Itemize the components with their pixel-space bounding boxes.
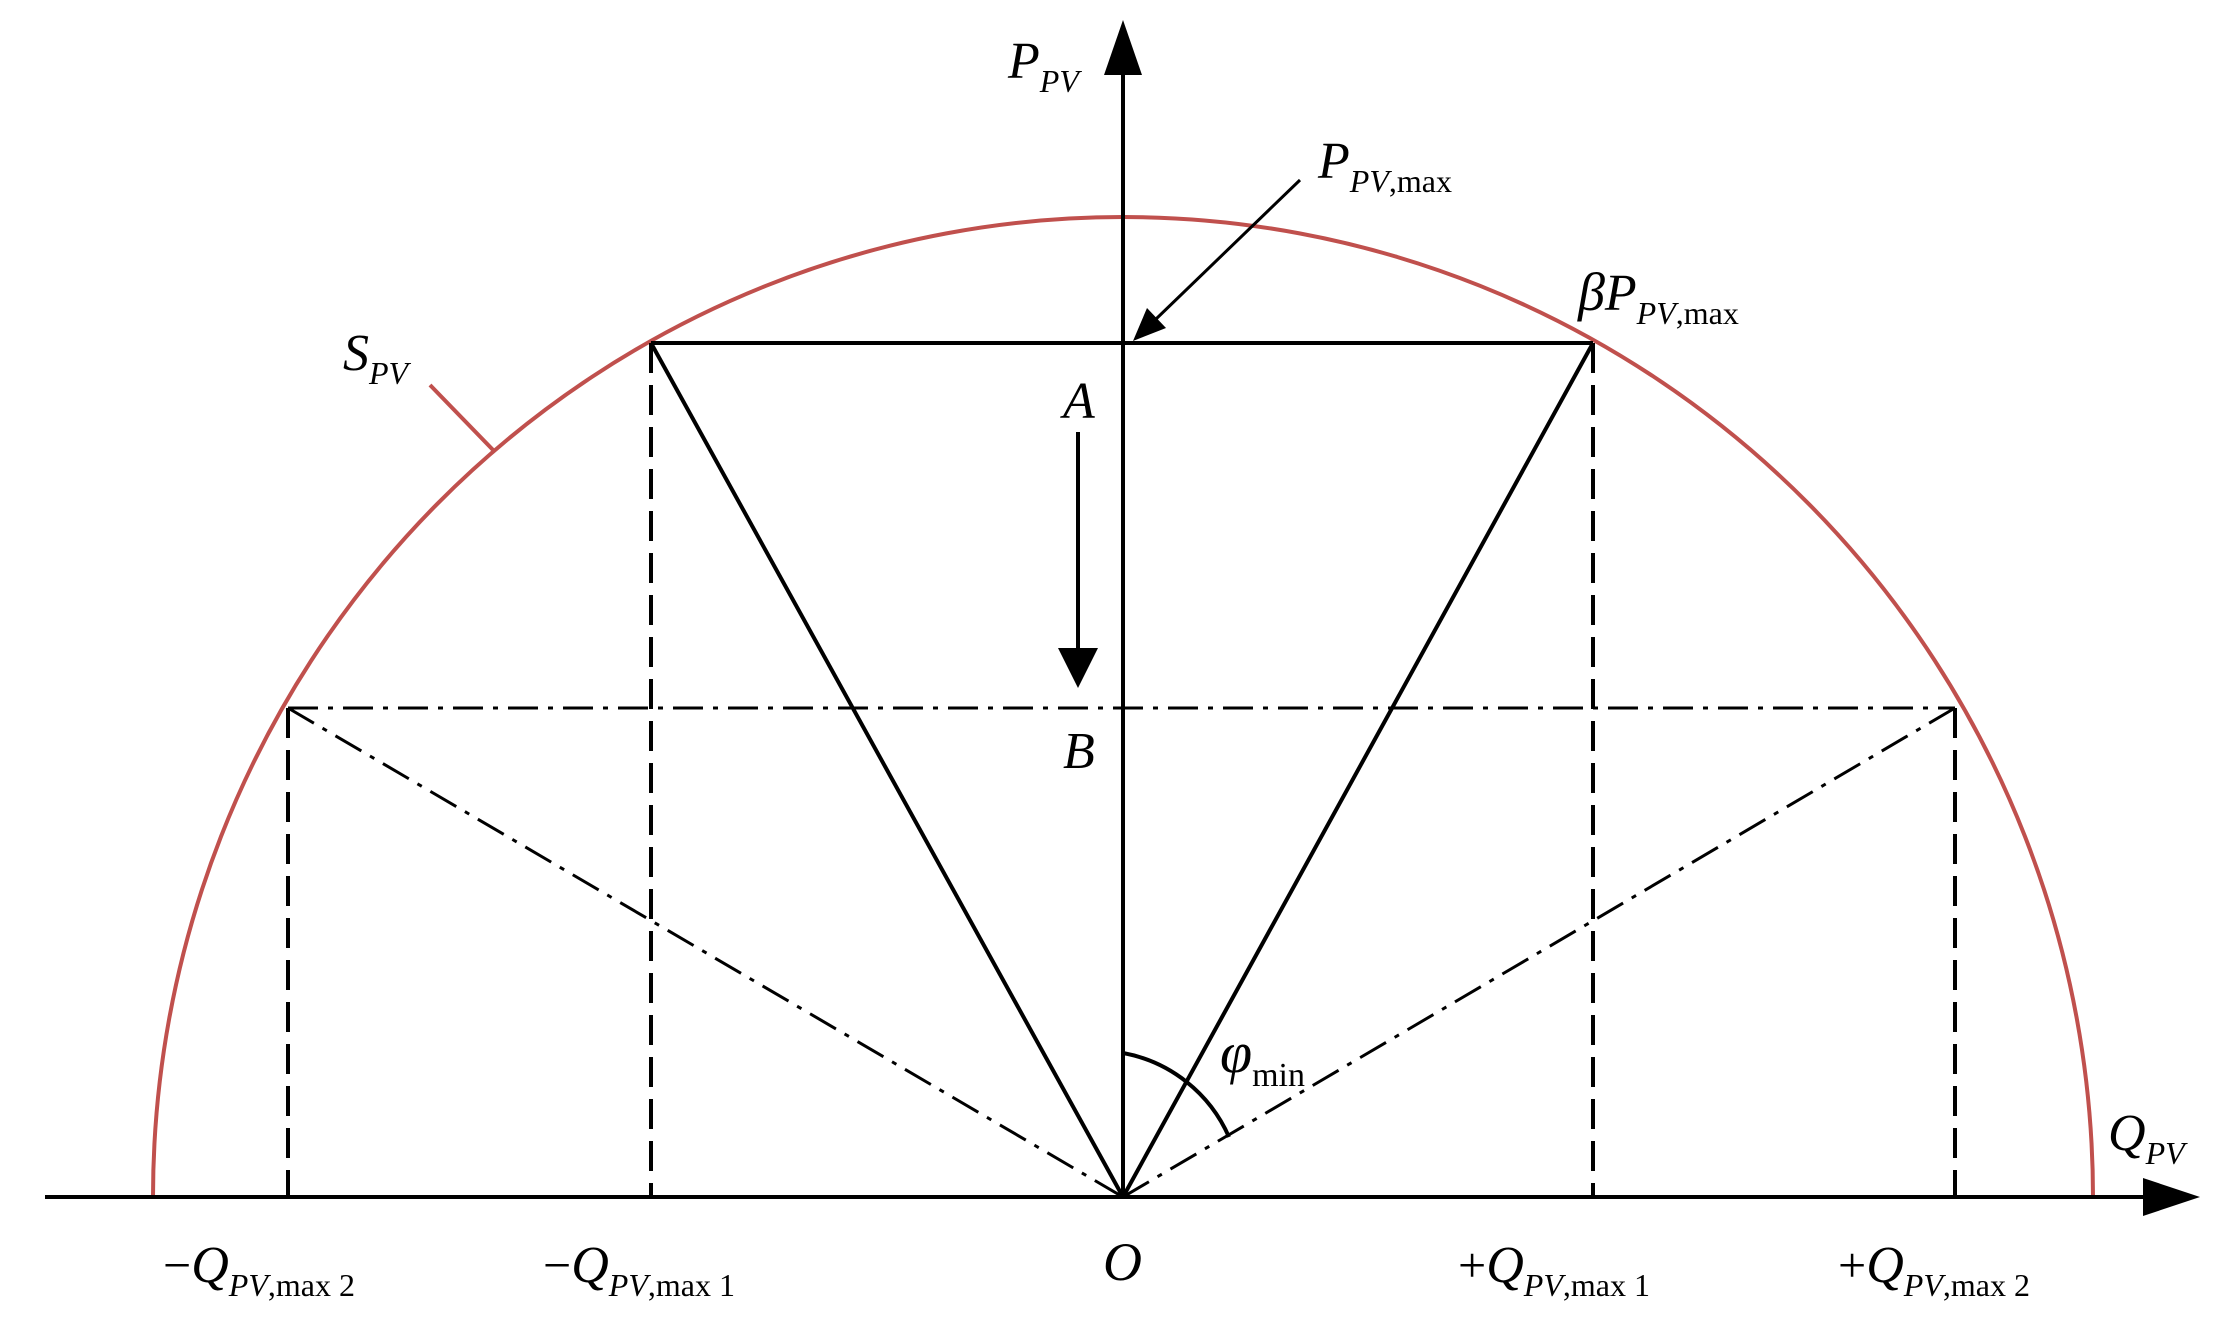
pos-q-max2-sub-plain: ,max 2 [1943, 1267, 2030, 1303]
neg-q-max1-sign: − [543, 1237, 571, 1293]
neg-q-max2-sign: − [163, 1237, 191, 1293]
s-pv-leader-line [428, 383, 497, 454]
phi-min-label: φmin [1220, 1020, 1305, 1094]
pos-q-max2-main: Q [1866, 1237, 1904, 1294]
a-to-b-arrowhead [1058, 648, 1098, 688]
q-axis-label-main: Q [2108, 1105, 2146, 1162]
pos-q-max1-main: Q [1486, 1237, 1524, 1294]
q-axis-label-sub: PV [2145, 1135, 2189, 1171]
phi-min-angle-arc [1122, 1051, 1231, 1138]
origin-label: O [1103, 1232, 1142, 1292]
neg-q-max1-main: Q [571, 1237, 609, 1294]
beta-symbol: β [1577, 262, 1605, 322]
s-pv-label: SPV [343, 325, 412, 391]
p-max-label-sub-plain: ,max [1389, 163, 1452, 199]
p-axis-arrowhead [1104, 20, 1142, 75]
phi-min-sub: min [1252, 1057, 1305, 1094]
dashdot-diagonal-left [287, 706, 1124, 1199]
p-max-pointer-arrow [1153, 178, 1302, 322]
p-axis-label-sub: PV [1039, 63, 1083, 99]
p-max-label-main: P [1317, 133, 1350, 190]
point-b-label: B [1063, 723, 1095, 780]
pos-q-max1-label: +QPV,max 1 [1458, 1237, 1650, 1303]
neg-q-max1-sub-plain: ,max 1 [648, 1267, 735, 1303]
neg-q-max1-sub: PV [608, 1267, 652, 1303]
q-axis-arrowhead [2143, 1178, 2200, 1216]
p-max-label: PPV,max [1317, 133, 1452, 199]
p-max-pointer-arrowhead [1133, 308, 1166, 341]
pos-q-max2-sign: + [1838, 1237, 1866, 1293]
neg-q-max2-main: Q [191, 1237, 229, 1294]
triangle-left-side [649, 342, 1125, 1198]
p-axis-label: PPV [1007, 33, 1082, 99]
dashdot-diagonal-right [1122, 706, 1956, 1199]
phi-symbol: φ [1220, 1020, 1252, 1085]
neg-q-max2-sub: PV [228, 1267, 272, 1303]
p-max-label-sub: PV [1349, 163, 1393, 199]
neg-q-max2-label: −QPV,max 2 [163, 1237, 355, 1303]
q-axis-label: QPV [2108, 1105, 2188, 1171]
s-pv-label-sub: PV [368, 355, 412, 391]
pos-q-max1-sub-plain: ,max 1 [1563, 1267, 1650, 1303]
beta-p-max-label-main: P [1604, 265, 1637, 322]
beta-p-max-label-sub: PV [1636, 295, 1680, 331]
neg-q-max2-sub-plain: ,max 2 [268, 1267, 355, 1303]
pos-q-max1-sign: + [1458, 1237, 1486, 1293]
point-a-label: A [1060, 373, 1095, 430]
pos-q-max2-label: +QPV,max 2 [1838, 1237, 2030, 1303]
p-axis-label-main: P [1007, 33, 1040, 90]
s-pv-label-main: S [343, 325, 369, 382]
beta-p-max-label: βPPV,max [1577, 262, 1739, 331]
triangle-right-side [1121, 342, 1595, 1198]
pos-q-max2-sub: PV [1903, 1267, 1947, 1303]
neg-q-max1-label: −QPV,max 1 [543, 1237, 735, 1303]
pos-q-max1-sub: PV [1523, 1267, 1567, 1303]
beta-p-max-label-sub-plain: ,max [1676, 295, 1739, 331]
